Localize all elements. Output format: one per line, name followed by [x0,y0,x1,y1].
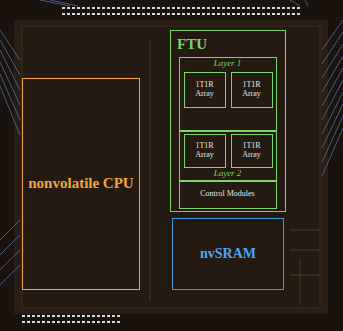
array-box: 1T1R Array [231,134,273,168]
node-label: Layer 2 [214,169,242,178]
node-label: Layer 1 [214,59,242,68]
node-label: 1T1R Array [187,142,223,159]
control-box: Control Modules [179,181,277,209]
layer-box: Layer 2 1T1R Array 1T1R Array [179,131,277,181]
node-label: FTU [177,37,207,53]
cpu-block: nonvolatile CPU [22,78,140,290]
node-label: nvSRAM [200,247,256,262]
node-label: nonvolatile CPU [28,176,133,192]
node-label: Control Modules [200,190,254,198]
array-box: 1T1R Array [231,72,273,108]
layer-box: Layer 1 1T1R Array 1T1R Array [179,57,277,131]
array-box: 1T1R Array [184,134,226,168]
node-label: 1T1R Array [187,81,223,98]
sram-block: nvSRAM [172,218,284,290]
ftu-block: FTU Layer 1 1T1R Array 1T1R ArrayLayer 2 1T1… [170,30,286,212]
node-label: 1T1R Array [234,142,270,159]
array-box: 1T1R Array [184,72,226,108]
node-label: 1T1R Array [234,81,270,98]
